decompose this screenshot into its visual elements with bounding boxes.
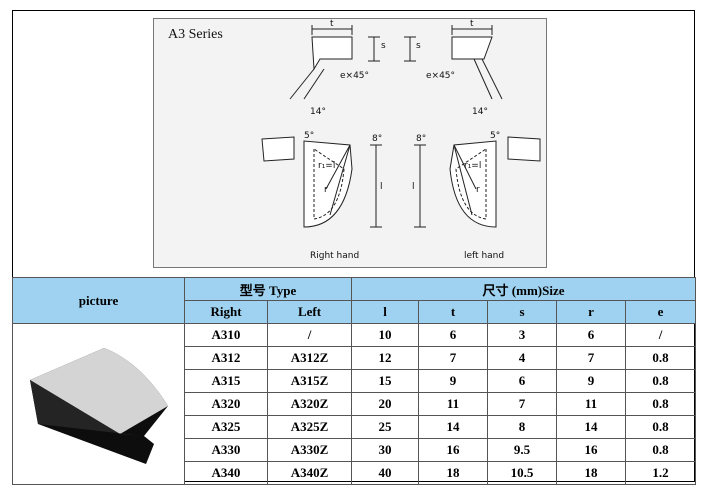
cell-r: 11 xyxy=(556,392,626,416)
label-s-left: s xyxy=(381,41,386,51)
cell-t: 11 xyxy=(418,392,488,416)
cell-s: 3 xyxy=(487,323,557,347)
cell-s: 4 xyxy=(487,346,557,370)
label-angle14-right: 14° xyxy=(472,107,488,117)
label-r-left: r xyxy=(324,185,328,195)
cell-s: 6 xyxy=(487,369,557,393)
label-chamfer-right: e×45° xyxy=(426,71,456,81)
cell-t: 9 xyxy=(418,369,488,393)
cell-left: A340Z xyxy=(267,461,352,485)
label-angle5-left: 5° xyxy=(304,131,315,141)
cell-right: A340 xyxy=(184,461,268,485)
header-t: t xyxy=(418,300,488,324)
header-left: Left xyxy=(267,300,352,324)
cell-left: A312Z xyxy=(267,346,352,370)
cell-s: 7 xyxy=(487,392,557,416)
header-size: 尺寸 (mm)Size xyxy=(350,277,697,301)
header-picture: picture xyxy=(12,277,185,324)
cell-t: 14 xyxy=(418,415,488,439)
cell-l: 10 xyxy=(351,323,419,347)
cell-e: 1.2 xyxy=(624,461,697,485)
label-rratio-left: r₁=l xyxy=(318,161,336,171)
cell-r: 7 xyxy=(556,346,626,370)
cell-l: 30 xyxy=(351,438,419,462)
label-chamfer-left: e×45° xyxy=(340,71,370,81)
header-s: s xyxy=(487,300,557,324)
cell-e: 0.8 xyxy=(624,369,697,393)
cell-r: 18 xyxy=(556,461,626,485)
label-t-left: t xyxy=(330,19,334,29)
series-title: A3 Series xyxy=(168,27,223,42)
cell-left: A325Z xyxy=(267,415,352,439)
cell-l: 25 xyxy=(351,415,419,439)
cell-left: A315Z xyxy=(267,369,352,393)
cell-e: / xyxy=(624,323,697,347)
cell-t: 16 xyxy=(418,438,488,462)
cell-s: 9.5 xyxy=(487,438,557,462)
label-rratio-right: r₁=l xyxy=(464,161,482,171)
table-row: A310 / 10 6 3 6 / xyxy=(12,323,697,485)
label-l-left: l xyxy=(380,182,383,192)
cell-r: 14 xyxy=(556,415,626,439)
cell-right: A330 xyxy=(184,438,268,462)
carbide-insert-image xyxy=(29,348,168,464)
cell-left: A320Z xyxy=(267,392,352,416)
label-right-hand: Right hand xyxy=(310,251,360,261)
header-e: e xyxy=(624,300,697,324)
cell-s: 8 xyxy=(487,415,557,439)
label-angle8-left: 8° xyxy=(372,134,383,144)
cell-l: 12 xyxy=(351,346,419,370)
cell-l: 20 xyxy=(351,392,419,416)
label-t-right: t xyxy=(470,19,474,29)
cell-e: 0.8 xyxy=(624,438,697,462)
header-l: l xyxy=(351,300,419,324)
cell-right: A325 xyxy=(184,415,268,439)
cell-right: A320 xyxy=(184,392,268,416)
cell-e: 0.8 xyxy=(624,415,697,439)
header-right: Right xyxy=(184,300,268,324)
cell-l: 40 xyxy=(351,461,419,485)
label-left-hand: left hand xyxy=(464,251,505,261)
cell-left: / xyxy=(267,323,352,347)
label-r-right: r xyxy=(476,185,480,195)
label-angle8-right: 8° xyxy=(416,134,427,144)
cell-t: 7 xyxy=(418,346,488,370)
label-s-right: s xyxy=(416,41,421,51)
table-row: A320 A320Z 20 11 7 11 0.8 xyxy=(13,392,697,416)
cell-left: A330Z xyxy=(267,438,352,462)
dimension-drawing xyxy=(261,25,541,228)
label-angle14-left: 14° xyxy=(310,107,326,117)
cell-e: 0.8 xyxy=(624,392,697,416)
header-type: 型号 Type xyxy=(184,277,352,301)
cell-r: 6 xyxy=(556,323,626,347)
table-row: A312 A312Z 12 7 4 7 0.8 xyxy=(13,346,697,370)
picture-cell xyxy=(12,323,185,485)
cell-right: A310 xyxy=(184,323,268,347)
cell-s: 10.5 xyxy=(487,461,557,485)
spec-table: picture 型号 Type 尺寸 (mm)Size Right Left l… xyxy=(12,277,697,485)
technical-drawing: A3 Series xyxy=(153,18,547,268)
cell-t: 6 xyxy=(418,323,488,347)
cell-l: 15 xyxy=(351,369,419,393)
cell-r: 9 xyxy=(556,369,626,393)
label-angle5-right: 5° xyxy=(490,131,501,141)
cell-r: 16 xyxy=(556,438,626,462)
label-l-right: l xyxy=(412,182,415,192)
header-r: r xyxy=(556,300,626,324)
cell-e: 0.8 xyxy=(624,346,697,370)
cell-t: 18 xyxy=(418,461,488,485)
cell-right: A315 xyxy=(184,369,268,393)
table-row: A340 A340Z 40 18 10.5 18 1.2 xyxy=(13,461,697,485)
cell-right: A312 xyxy=(184,346,268,370)
